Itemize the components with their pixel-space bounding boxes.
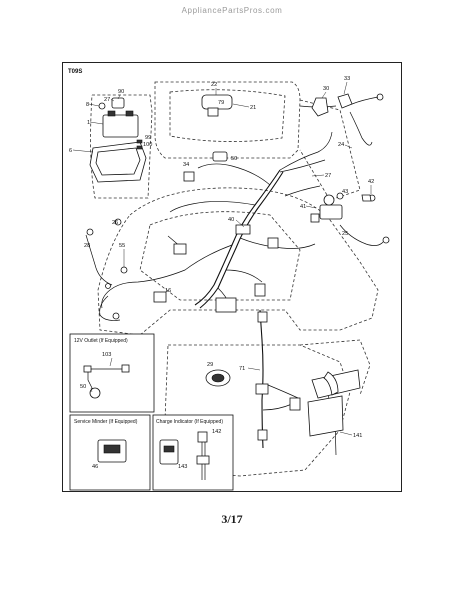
inset-charge-label-0: 142	[212, 429, 221, 435]
inset-12v-outlet: 12V Outlet (If Equipped) 103 50	[69, 333, 155, 413]
callout-label: 34	[183, 162, 189, 168]
inset-charge-title: Charge Indicator (If Equipped)	[156, 419, 223, 425]
callout-label: 42	[368, 179, 374, 185]
callout-label: 50	[231, 156, 237, 162]
callout-label: 25	[342, 231, 348, 237]
callout-label: 40	[228, 217, 234, 223]
inset-service-minder: Service Minder (If Equipped) 46	[69, 414, 151, 491]
page-number: 3/17	[221, 512, 243, 526]
diagram-code: T09S	[68, 69, 82, 75]
callout-label: 55	[119, 243, 125, 249]
callout-label: 29	[207, 362, 213, 368]
callout-label: 99	[145, 135, 151, 141]
callout-label: 8	[86, 102, 89, 108]
callout-label: 24	[338, 142, 344, 148]
callout-label: 6	[69, 148, 72, 154]
callout-label: 43	[342, 189, 348, 195]
components	[86, 93, 390, 441]
callout-label: 141	[353, 433, 362, 439]
inset-12v-title: 12V Outlet (If Equipped)	[74, 338, 128, 344]
diagram-frame	[62, 62, 402, 492]
callout-label: 30	[323, 86, 329, 92]
inset-service-title: Service Minder (If Equipped)	[74, 419, 138, 425]
callout-label: 27	[325, 173, 331, 179]
callout-label: 16	[165, 288, 171, 294]
callout-label: 100	[143, 142, 152, 148]
inset-charge-indicator: Charge Indicator (If Equipped) 142 143	[152, 414, 234, 491]
callout-label: 33	[344, 76, 350, 82]
inset-12v-label-1: 50	[80, 384, 86, 390]
inset-12v-label-0: 103	[102, 352, 111, 358]
callout-label: 1	[87, 120, 90, 126]
callout-label: 22	[211, 82, 217, 88]
callout-label: 28	[84, 243, 90, 249]
inset-service-label-0: 46	[92, 464, 98, 470]
callout-label: 21	[250, 105, 256, 111]
callout-label: 27	[104, 97, 110, 103]
inset-charge-label-1: 143	[178, 464, 187, 470]
callout-label: 71	[239, 366, 245, 372]
callout-label: 26	[112, 220, 118, 226]
callout-label: 90	[118, 89, 124, 95]
callout-label: 41	[300, 204, 306, 210]
watermark: AppliancePartsPros.com	[181, 6, 283, 15]
callouts: 90 27 8 1 6 99 100 22 79 21 30 33 34 50 …	[69, 76, 374, 439]
callout-label: 79	[218, 100, 224, 106]
